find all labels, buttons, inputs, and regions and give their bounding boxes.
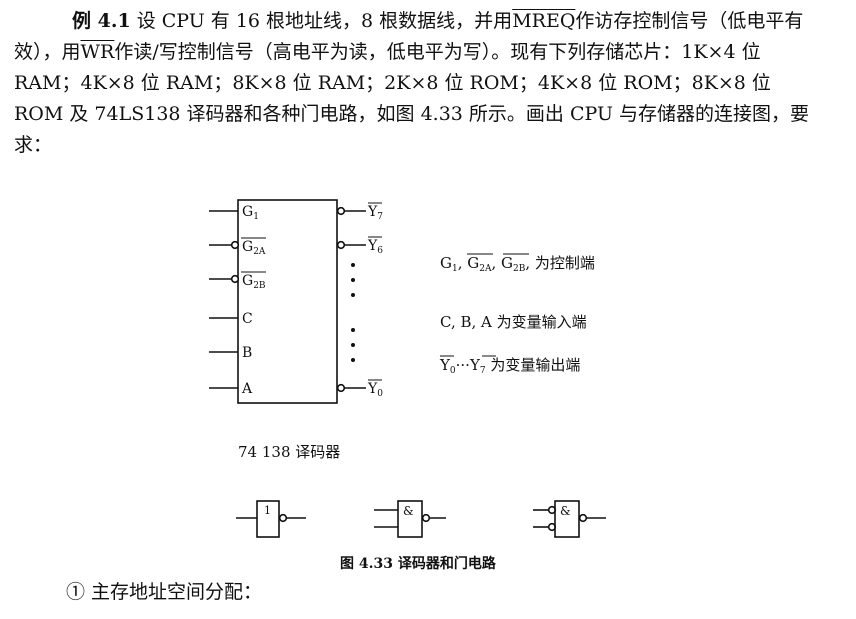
not-gate [236,500,306,538]
nand-gate [374,500,446,538]
input-bubble-g2a [230,240,240,250]
not-gate-symbol: 1 [264,504,271,517]
input-label-a: A [241,381,253,397]
decoder-caption: 74 138 译码器 [238,443,340,461]
note-control-pins: G1, G2A, G2B, 为控制端 [440,254,595,274]
output-bubble-y7 [336,206,346,216]
figure-caption: 图 4.33 译码器和门电路 [340,555,497,572]
output-label-y0: Y0 [367,381,383,399]
paragraph-part-1: 设 CPU 有 16 根地址线，8 根数据线，并用 [130,10,513,32]
example-label: 例 4.1 [72,10,131,32]
output-bubble-y0 [336,383,346,393]
paragraph-part-3: 作读/写控制信号（高电平为读，低电平为写）。现有下列存储芯片：1K×4 位 RA… [14,41,809,156]
note-output-pins: Y0···Y7 为变量输出端 [439,356,580,376]
output-bubble-y6 [336,240,346,250]
input-bubble-g2b [230,274,240,284]
nand-gate-symbol: & [403,504,414,518]
input-label-g2a: G2A [242,239,266,257]
input-label-g2b: G2B [242,273,266,291]
paragraph-part-2: 作访存控制信号（低电平有效），用 [14,10,804,63]
decoder-body [237,199,338,404]
step-1: ① 主存地址空间分配： [66,581,263,603]
output-label-y7: Y7 [367,204,383,222]
input-label-g1: G1 [242,204,259,222]
output-label-y6: Y6 [367,238,383,256]
nand-gate-inverted-inputs [533,500,606,538]
input-label-b: B [242,345,252,361]
problem-paragraph: 例 4.1 设 CPU 有 16 根地址线，8 根数据线，并用MREQ作访存控制… [14,6,814,161]
mreq-signal: MREQ [512,10,576,32]
input-label-c: C [242,311,253,327]
output-ellipsis [351,263,355,362]
note-input-pins: C, B, A 为变量输入端 [440,313,587,331]
wr-signal: WR [80,41,115,63]
nand-gate-inverted-symbol: & [560,504,571,518]
